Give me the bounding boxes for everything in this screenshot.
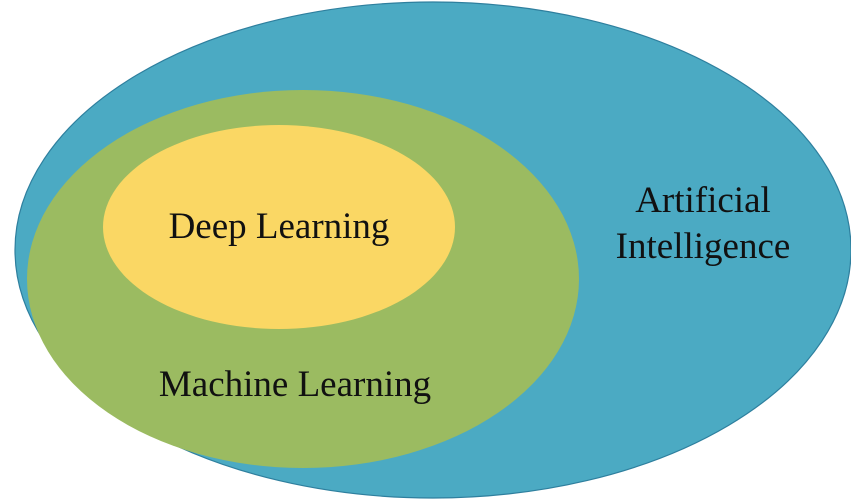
artificial-intelligence-label-line1: Artificial <box>635 180 771 221</box>
artificial-intelligence-label-line2: Intelligence <box>616 226 791 267</box>
deep-learning-ellipse <box>103 125 455 329</box>
machine-learning-label: Machine Learning <box>159 364 431 405</box>
deep-learning-label: Deep Learning <box>169 206 390 247</box>
